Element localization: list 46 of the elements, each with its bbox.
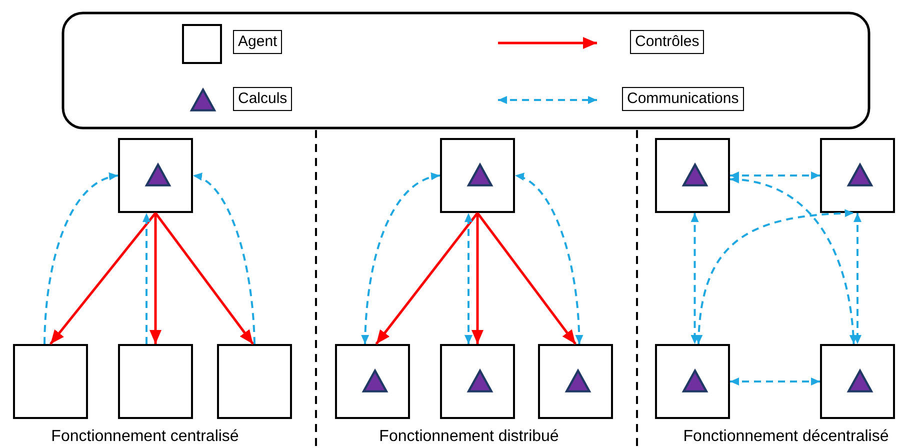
arrow	[730, 172, 820, 180]
triangle-icon	[846, 368, 872, 392]
triangle-icon	[682, 368, 708, 392]
agent-box	[217, 344, 292, 419]
arrow	[142, 213, 150, 344]
caption: Fonctionnement centralisé	[50, 428, 240, 446]
arrow	[464, 213, 472, 344]
legend-label: Agent	[233, 30, 282, 54]
agent-box	[820, 138, 895, 213]
arrow	[472, 213, 484, 344]
legend-label: Calculs	[233, 87, 292, 111]
agent-box	[118, 138, 193, 213]
arrow	[150, 213, 162, 344]
arrow	[361, 174, 440, 344]
legend-label: Communications	[622, 87, 744, 111]
arrow	[514, 174, 583, 344]
agent-box	[655, 138, 730, 213]
agent-box	[440, 344, 515, 419]
arrow	[695, 209, 854, 344]
arrow	[730, 378, 820, 386]
arrow	[375, 212, 478, 345]
arrow	[476, 212, 576, 345]
agent-box	[655, 344, 730, 419]
agent-box	[335, 344, 410, 419]
triangle-icon	[466, 162, 492, 186]
triangle-icon	[846, 162, 872, 186]
arrow	[44, 174, 118, 344]
triangle-icon	[144, 162, 170, 186]
arrow	[690, 213, 699, 344]
arrow	[192, 174, 256, 344]
agent-box	[538, 344, 613, 419]
arrow	[730, 176, 858, 344]
triangle-icon	[362, 368, 388, 392]
legend-label: Contrôles	[630, 30, 704, 54]
triangle-icon	[466, 368, 492, 392]
caption: Fonctionnement distribué	[378, 428, 560, 446]
arrow	[154, 212, 254, 345]
agent-box	[118, 344, 193, 419]
agent-box	[13, 344, 88, 419]
triangle-icon	[564, 368, 590, 392]
arrow	[854, 213, 862, 344]
triangle-icon	[682, 162, 708, 186]
arrow	[50, 212, 156, 345]
agent-box	[820, 344, 895, 419]
agent-box	[440, 138, 515, 213]
caption: Fonctionnement décentralisé	[682, 428, 890, 446]
